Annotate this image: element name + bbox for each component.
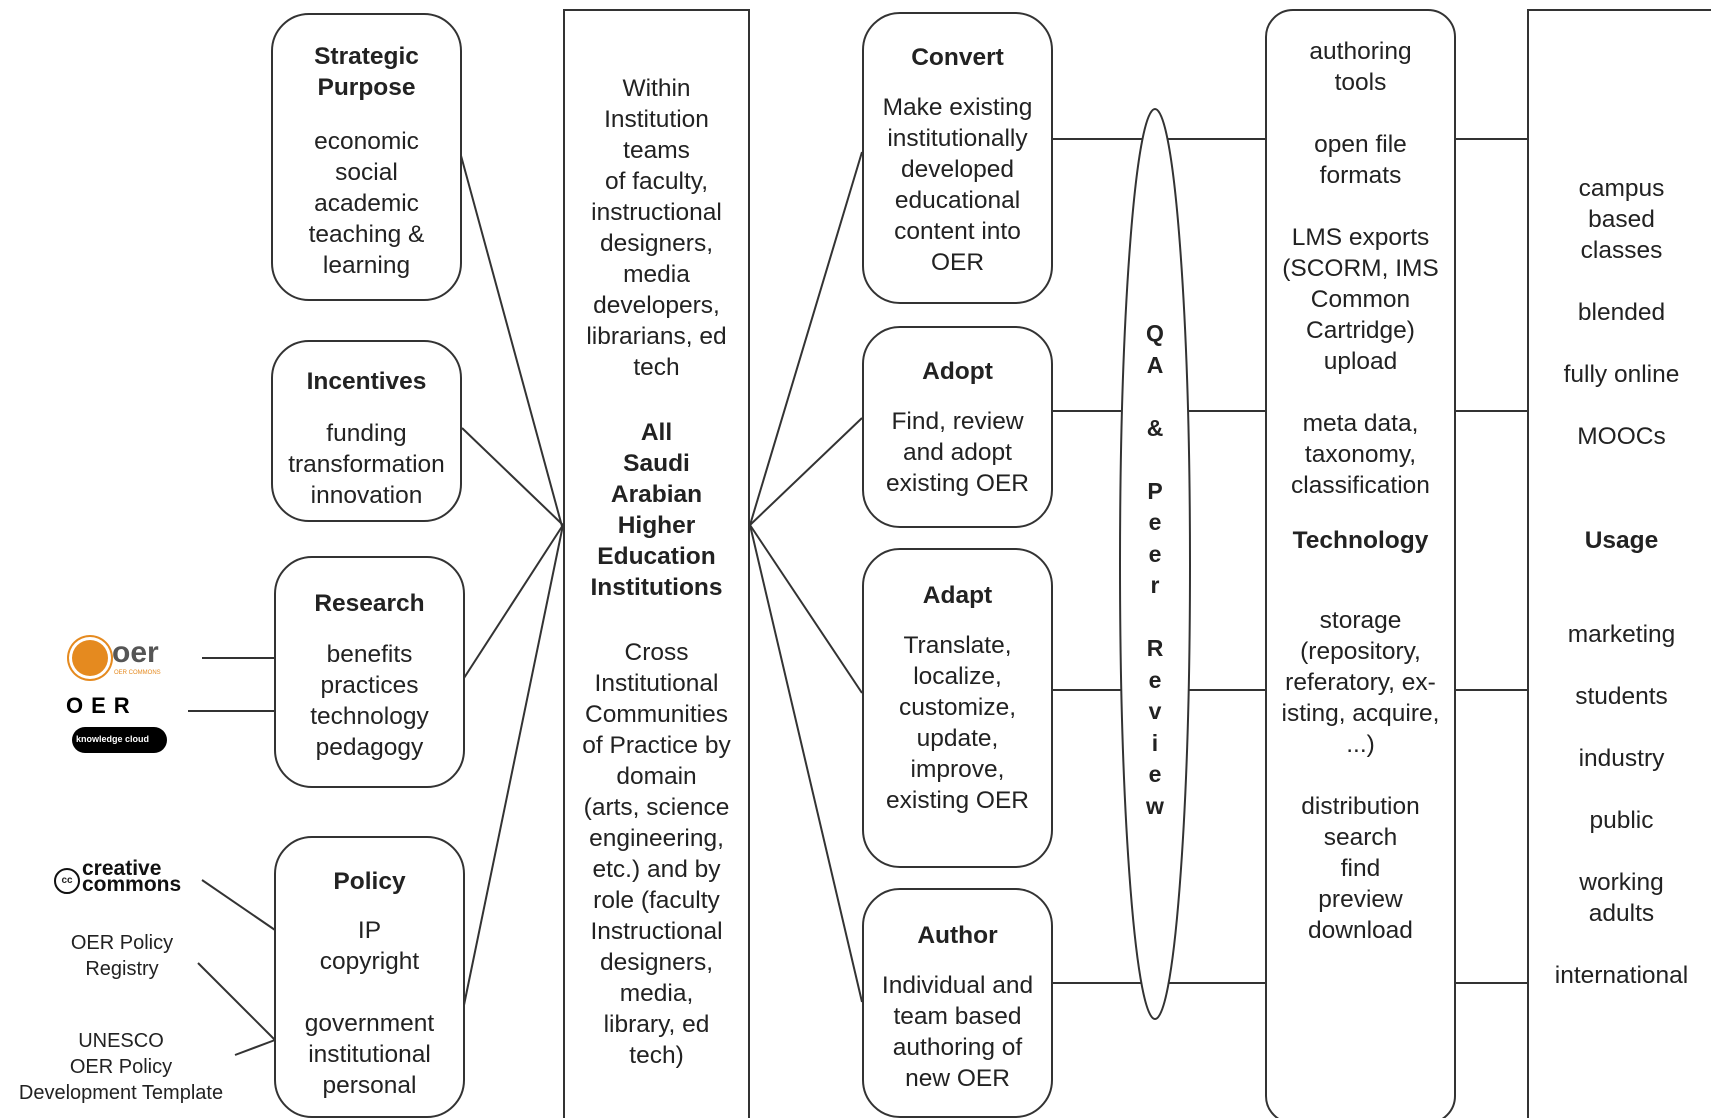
adapt-box: Adapt Translate, localize, customize, up… <box>862 548 1053 868</box>
adapt-body: Translate, localize, customize, update, … <box>886 632 1029 814</box>
creative-commons-logo: cc creative commons <box>52 857 202 900</box>
incentives-body: funding transformation innovation <box>288 420 445 509</box>
convert-body: Make existing institutionally developed … <box>882 94 1033 276</box>
unesco-template: UNESCO OER Policy Development Template <box>18 1030 224 1104</box>
center-column: Within Institution teams of faculty, ins… <box>563 9 750 1118</box>
technology-title: Technology <box>1292 527 1429 554</box>
adapt-title: Adapt <box>922 582 993 609</box>
center-teams: Within Institution teams of faculty, ins… <box>586 75 727 381</box>
convert-title: Convert <box>911 44 1004 71</box>
oer-knowledge-cloud-logo: OER knowledge cloud <box>62 693 172 761</box>
strategic-purpose-title: Strategic Purpose <box>314 43 419 101</box>
incentives-box: Incentives funding transformation innova… <box>271 340 462 522</box>
center-institutions: All Saudi Arabian Higher Education Insti… <box>590 419 723 601</box>
research-body: benefits practices technology pedagogy <box>310 641 429 761</box>
convert-box: Convert Make existing institutionally de… <box>862 12 1053 304</box>
oer-knowledge-logo-sub: knowledge cloud <box>76 734 150 744</box>
technology-items-top: authoring tools open file formats LMS ex… <box>1282 38 1439 499</box>
center-communities: Cross Institutional Communities of Pract… <box>582 639 731 1069</box>
author-body: Individual and team based authoring of n… <box>881 972 1034 1092</box>
oer-commons-logo-sub: OER COMMONS <box>114 670 161 676</box>
research-box: Research benefits practices technology p… <box>274 556 465 788</box>
oer-commons-logo: oer OER COMMONS <box>72 636 172 682</box>
adopt-body: Find, review and adopt existing OER <box>886 408 1029 497</box>
adopt-title: Adopt <box>922 358 993 385</box>
research-title: Research <box>314 590 425 617</box>
cloud-icon <box>72 727 167 753</box>
incentives-title: Incentives <box>306 368 427 395</box>
oer-commons-logo-text: oer <box>112 636 159 669</box>
cc-logo-line1: creative <box>82 857 162 880</box>
sun-icon <box>72 640 108 676</box>
usage-title: Usage <box>1584 527 1659 554</box>
policy-box: Policy IP copyright government instituti… <box>274 836 465 1118</box>
cc-logo-line2: commons <box>82 873 182 896</box>
technology-column: authoring tools open file formats LMS ex… <box>1265 9 1456 1118</box>
policy-title: Policy <box>333 868 406 895</box>
qa-peer-review-label: Q A & P e e r R e v i e w <box>1146 320 1164 819</box>
strategic-purpose-body: economic social academic teaching & lear… <box>308 128 425 279</box>
oer-policy-registry: OER Policy Registry <box>70 932 174 980</box>
author-box: Author Individual and team based authori… <box>862 888 1053 1118</box>
cc-icon: cc <box>54 868 80 894</box>
usage-column: campus based classes blended fully onlin… <box>1527 9 1711 1118</box>
technology-items-bottom: storage (repository, referatory, ex- ist… <box>1281 607 1440 944</box>
adopt-box: Adopt Find, review and adopt existing OE… <box>862 326 1053 528</box>
policy-body: IP copyright government institutional pe… <box>304 917 435 1099</box>
oer-knowledge-logo-text: OER <box>66 693 138 718</box>
author-title: Author <box>917 922 998 949</box>
strategic-purpose-box: Strategic Purpose economic social academ… <box>271 13 462 301</box>
usage-items-top: campus based classes blended fully onlin… <box>1563 175 1680 450</box>
usage-items-bottom: marketing students industry public worki… <box>1554 621 1689 989</box>
